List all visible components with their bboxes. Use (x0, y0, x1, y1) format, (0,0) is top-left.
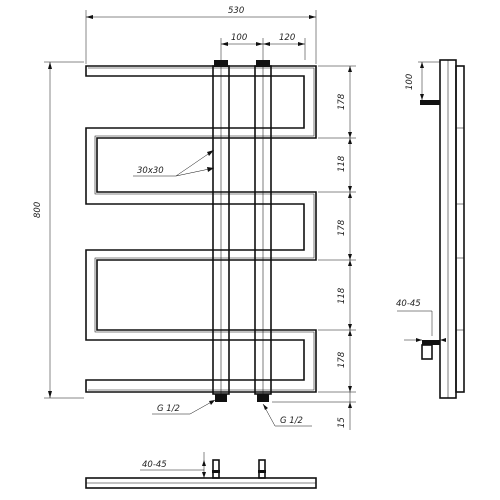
label-thread-left: G 1/2 (157, 404, 180, 414)
dim-bottom-offset: 15 (337, 417, 347, 428)
dim-rail-1: 178 (337, 93, 347, 110)
front-view (85, 60, 317, 402)
dim-spacing-b: 120 (279, 33, 295, 43)
rail-inner-outline (88, 67, 315, 391)
bottom-nipple-left (215, 394, 227, 402)
top-dimensions: 530 100 120 (85, 6, 317, 64)
right-dimensions: 178 118 178 118 178 15 (272, 65, 356, 430)
dim-overall-height: 800 (33, 202, 43, 218)
dim-rail-3: 178 (337, 351, 347, 368)
dim-bottom-offset-view: 40-45 (142, 460, 167, 470)
dim-side-top: 100 (405, 74, 415, 90)
dim-gap-1: 118 (337, 155, 347, 172)
top-cap-left (214, 60, 228, 67)
bottom-view: 40-45 (85, 452, 317, 489)
bottom-nipple-view-right (258, 459, 266, 479)
rail-outer-outline (85, 65, 317, 393)
side-bottom-pipe (422, 340, 440, 345)
bottom-nipple-right (257, 394, 269, 402)
side-top-bracket (420, 100, 440, 105)
side-view: 100 40-45 (396, 59, 465, 399)
bottom-nipple-view-left (212, 459, 220, 479)
top-cap-right (256, 60, 270, 67)
dim-gap-2: 118 (337, 287, 347, 304)
label-thread-right: G 1/2 (280, 416, 303, 426)
dim-side-offset: 40-45 (396, 299, 421, 309)
label-profile: 30x30 (137, 166, 164, 176)
dim-rail-2: 178 (337, 219, 347, 236)
dim-spacing-a: 100 (231, 33, 247, 43)
dim-overall-width: 530 (228, 6, 244, 16)
callouts: 30x30 G 1/2 G 1/2 (133, 149, 312, 427)
side-profile (455, 65, 465, 393)
left-dimension: 800 (33, 61, 84, 399)
